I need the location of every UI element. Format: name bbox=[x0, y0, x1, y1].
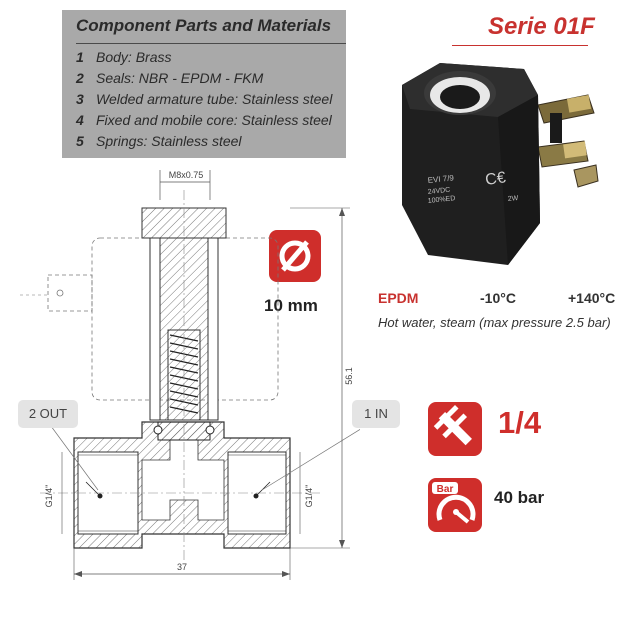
terminal-bottom bbox=[537, 140, 599, 188]
seal-material-label: EPDM bbox=[378, 290, 419, 306]
port-right-size: G1/4" bbox=[304, 485, 314, 508]
orifice-diameter-icon bbox=[269, 230, 321, 282]
components-title: Component Parts and Materials bbox=[76, 16, 332, 35]
coil-duty-text: 100%ED bbox=[427, 195, 455, 205]
serie-title: Serie 01F bbox=[488, 13, 595, 40]
pressure-gauge-icon: Bar bbox=[428, 478, 482, 532]
terminal-top bbox=[537, 94, 595, 143]
seal-note: Hot water, steam (max pressure 2.5 bar) bbox=[378, 315, 611, 330]
outlet-port-callout: 2 OUT bbox=[18, 400, 78, 428]
thread-dimension-label: M8x0.75 bbox=[169, 170, 204, 180]
svg-text:C€: C€ bbox=[484, 169, 507, 189]
temperature-max: +140°C bbox=[568, 290, 616, 306]
width-dimension: 37 bbox=[177, 562, 187, 572]
caliper-icon bbox=[428, 402, 482, 456]
height-dimension: 56.1 bbox=[344, 367, 354, 385]
solenoid-coil-image: C€ EVI 7/9 24VDC 100%ED 2W bbox=[402, 63, 599, 265]
temperature-min: -10°C bbox=[480, 290, 516, 306]
port-left-size: G1/4" bbox=[44, 485, 54, 508]
coil-power-text: 2W bbox=[507, 195, 519, 203]
serie-underline bbox=[452, 45, 588, 46]
coil-voltage-text: 24VDC bbox=[427, 187, 450, 196]
coil-model-text: EVI 7/9 bbox=[427, 173, 455, 185]
components-divider bbox=[76, 43, 346, 44]
max-pressure-value: 40 bar bbox=[494, 488, 545, 507]
valve-cross-section-drawing: M8x0.75 G1/4" G1/4" 56.1 bbox=[20, 170, 360, 580]
orifice-diameter-value: 10 mm bbox=[264, 296, 318, 315]
connection-size-value: 1/4 bbox=[498, 405, 542, 440]
inlet-port-callout: 1 IN bbox=[352, 400, 400, 428]
pressure-icon-label: Bar bbox=[437, 484, 454, 495]
